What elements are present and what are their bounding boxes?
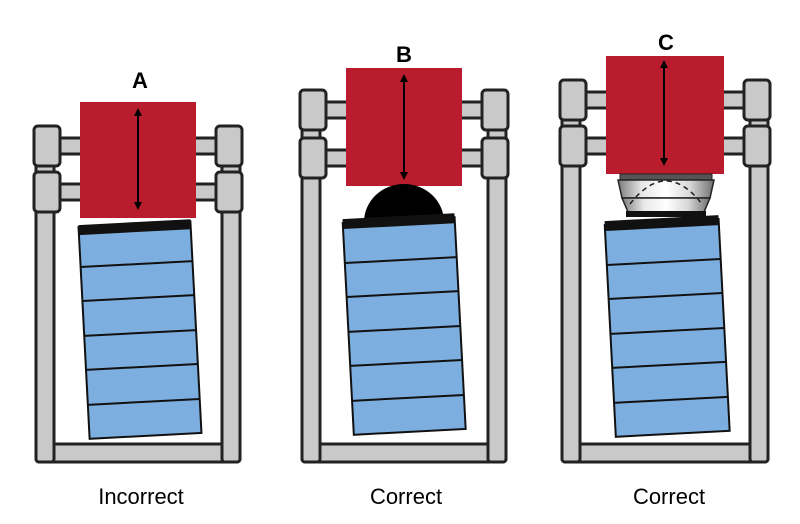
specimen (341, 213, 467, 436)
panel-caption: Correct (370, 484, 442, 509)
specimen (603, 215, 731, 438)
panel-a: A Incorrect (32, 68, 244, 509)
panel-caption: Correct (633, 484, 705, 509)
panel-letter: A (132, 68, 148, 93)
panel-caption: Incorrect (98, 484, 184, 509)
spherical-seat (617, 173, 715, 217)
specimen (77, 219, 203, 440)
panel-letter: C (658, 30, 674, 55)
panel-b: B Correct (298, 42, 510, 509)
spherical-dome (364, 184, 444, 222)
panel-c: C Correct (558, 30, 772, 509)
panel-letter: B (396, 42, 412, 67)
